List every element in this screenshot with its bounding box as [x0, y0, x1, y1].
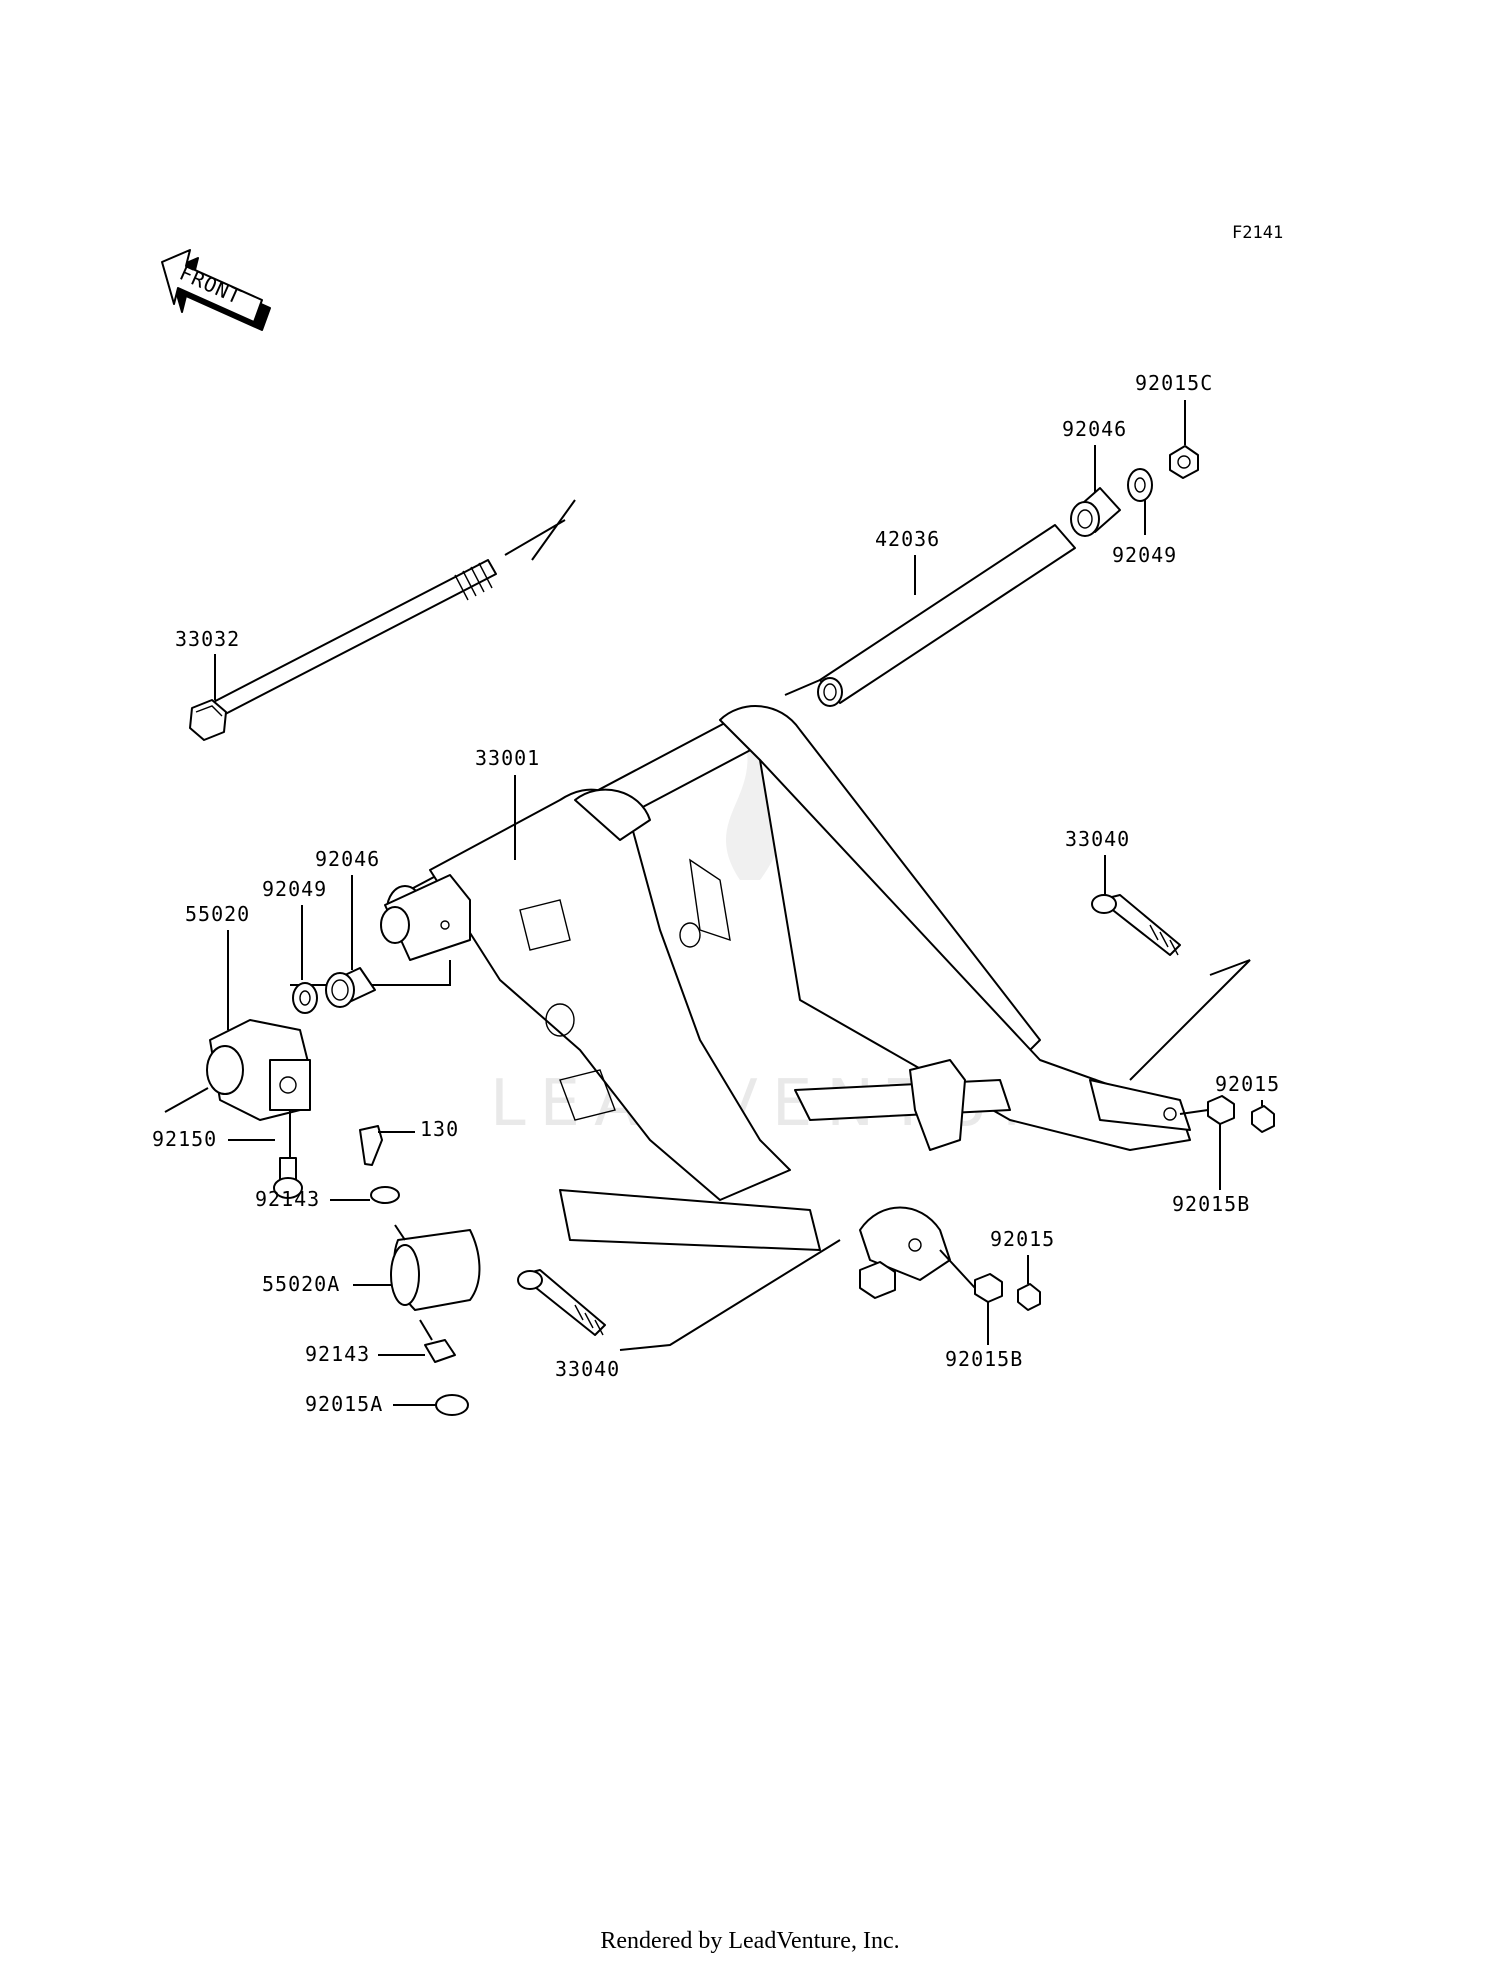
chain-adjuster-bottom: [517, 1239, 841, 1351]
label-92015-right: 92015: [1215, 1072, 1280, 1096]
label-33032: 33032: [175, 627, 240, 651]
left-pivot-hardware: [164, 967, 481, 1416]
label-92150: 92150: [152, 1127, 217, 1151]
label-92046-left: 92046: [315, 847, 380, 871]
label-130: 130: [420, 1117, 459, 1141]
label-92143-a: 92143: [255, 1187, 320, 1211]
callouts: 92015C 92046 92049 42036 33032 33001 920…: [152, 371, 1280, 1416]
label-92049-top: 92049: [1112, 543, 1177, 567]
label-55020: 55020: [185, 902, 250, 926]
label-92015-mid: 92015: [990, 1227, 1055, 1251]
axle-nuts: [939, 1095, 1275, 1311]
label-92049-left: 92049: [262, 877, 327, 901]
top-right-hardware: [1070, 445, 1199, 537]
front-arrow-icon: FRONT: [161, 249, 271, 331]
chain-adjuster-right: [1091, 894, 1251, 1081]
label-92143-b: 92143: [305, 1342, 370, 1366]
label-33040-right: 33040: [1065, 827, 1130, 851]
label-92015B-right: 92015B: [1172, 1192, 1250, 1216]
sleeve-tube-42036: [784, 524, 1076, 707]
label-42036: 42036: [875, 527, 940, 551]
label-92015C: 92015C: [1135, 371, 1213, 395]
pivot-shaft-33032: [189, 499, 576, 741]
label-92015B-mid: 92015B: [945, 1347, 1023, 1371]
figure-code: F2141: [1232, 223, 1283, 243]
label-33040-bottom: 33040: [555, 1357, 620, 1381]
swingarm-33001: [380, 705, 1191, 1299]
label-55020A: 55020A: [262, 1272, 340, 1296]
label-92046-top: 92046: [1062, 417, 1127, 441]
label-92015A: 92015A: [305, 1392, 383, 1416]
footer-credit: Rendered by LeadVenture, Inc.: [600, 1928, 899, 1954]
label-33001: 33001: [475, 746, 540, 770]
